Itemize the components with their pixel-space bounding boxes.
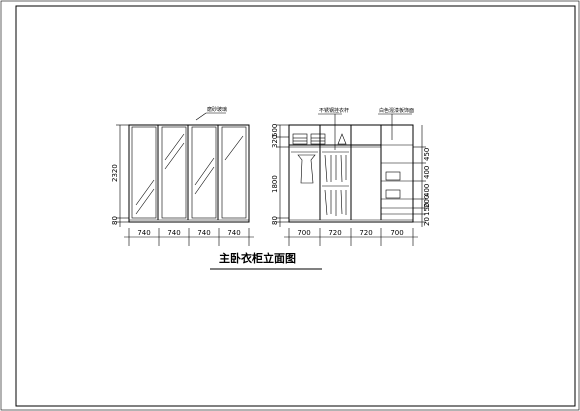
plinth-dim: 80 <box>271 216 279 225</box>
door-panel <box>221 126 247 219</box>
width-dim: 720 <box>359 229 372 237</box>
shirts-icon <box>324 154 347 183</box>
glass-hatch <box>224 135 244 161</box>
height-dim: 400 <box>423 166 431 179</box>
bag-icon <box>337 133 347 145</box>
annotation-frosted-glass: 磨砂玻璃 <box>207 106 227 113</box>
height-dim: 320 <box>271 135 279 148</box>
annotation-hanging-rod: 不锈钢挂衣杆 <box>319 107 349 114</box>
height-dim: 500 <box>271 124 279 137</box>
plinth-dim: 20 <box>423 217 431 226</box>
door-panel <box>191 126 217 219</box>
folded-clothes <box>310 133 326 145</box>
width-dim: 740 <box>167 229 180 237</box>
glass-hatch <box>194 157 215 186</box>
annotation-leader <box>195 112 207 121</box>
height-dim: 450 <box>423 148 431 161</box>
glass-hatch <box>135 179 155 206</box>
folded-clothes <box>292 133 308 145</box>
door-panel <box>161 126 187 219</box>
door-panel <box>131 126 157 219</box>
height-dim: 1800 <box>271 175 279 193</box>
width-dim: 720 <box>328 229 341 237</box>
width-dim: 740 <box>137 229 150 237</box>
shirts-icon <box>324 189 347 216</box>
right-elevation: 不锈钢挂衣杆 白色混漆板饰面 500 320 1800 80 450 400 4… <box>271 107 431 246</box>
glass-hatch <box>164 133 185 161</box>
glass-hatch <box>135 188 155 215</box>
glass-hatch <box>194 166 215 195</box>
folded-clothes <box>385 171 401 181</box>
door-frame <box>128 124 250 223</box>
left-elevation: 磨砂玻璃 2320 80 740 740 740 740 <box>111 106 254 246</box>
height-dim: 400 <box>423 184 431 197</box>
height-dim: 200 <box>423 195 431 208</box>
width-dim: 740 <box>197 229 210 237</box>
height-dim: 2320 <box>111 164 119 182</box>
plinth-dim: 80 <box>111 216 119 225</box>
glass-hatch <box>164 142 185 170</box>
height-dim: 150 <box>423 203 431 216</box>
width-dim: 700 <box>390 229 403 237</box>
annotation-panel-finish: 白色混漆板饰面 <box>379 107 414 114</box>
drawing-title: 主卧衣柜立面图 <box>219 251 296 265</box>
folded-clothes <box>385 189 401 199</box>
inner-border <box>15 5 576 407</box>
width-dim: 740 <box>227 229 240 237</box>
width-dim: 700 <box>297 229 310 237</box>
coat-icon <box>297 154 316 184</box>
